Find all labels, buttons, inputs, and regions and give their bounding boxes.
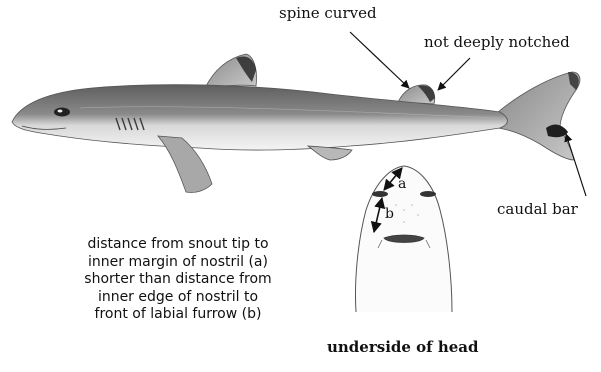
description-text: distance from snout tip to inner margin … [58,236,298,324]
measure-a-label: a [398,176,406,192]
caudal-bar-label: caudal bar [497,200,578,218]
spine-pointer-arrow [350,32,409,88]
description-line: shorter than distance from [58,271,298,289]
notch-pointer-arrow [438,58,470,90]
spine-curved-label: spine curved [279,4,377,22]
caudal-fin [498,72,580,160]
description-line: front of labial furrow (b) [58,306,298,324]
caudal-bar [546,125,568,138]
shark-side-view [12,54,580,193]
measure-b-label: b [385,206,394,222]
description-line: inner edge of nostril to [58,289,298,307]
shark-eye [54,108,70,117]
mouth [384,235,424,243]
left-nostril [372,191,388,197]
right-nostril [420,191,436,197]
underside-of-head-caption: underside of head [327,338,478,356]
caudal-pointer-arrow [566,134,586,196]
description-line: inner margin of nostril (a) [58,254,298,272]
not-deeply-notched-label: not deeply notched [424,33,570,51]
pelvic-fin [308,146,352,160]
description-line: distance from snout tip to [58,236,298,254]
